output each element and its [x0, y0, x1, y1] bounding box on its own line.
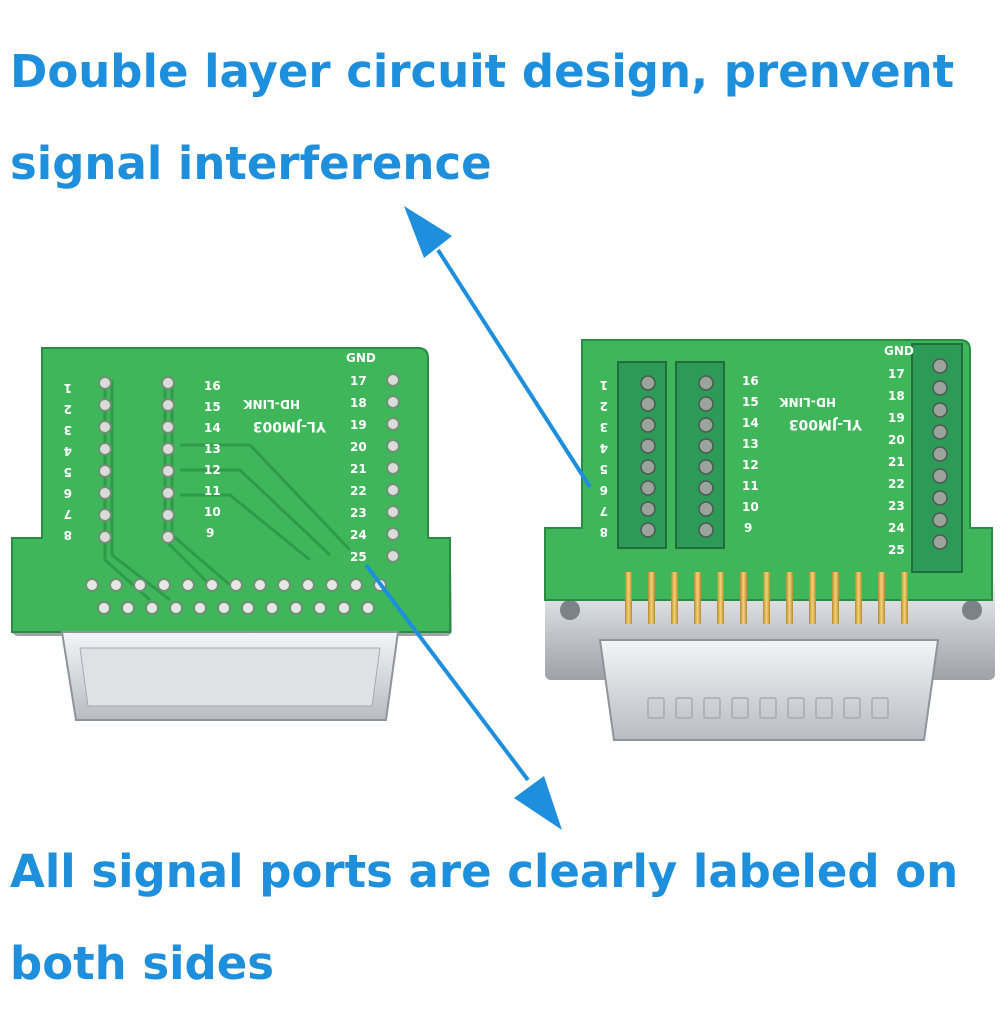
- left-pin-label-6: 6: [64, 486, 72, 500]
- left-pin-label-3: 3: [64, 423, 72, 437]
- left-pin-label-13: 13: [204, 442, 221, 456]
- right-gold-pins: [625, 572, 908, 624]
- left-pin-label-11: 11: [204, 484, 221, 498]
- right-pin-label-3: 3: [600, 420, 608, 434]
- right-model-label: YL-JM003: [789, 416, 863, 432]
- left-pin-label-9: 9: [206, 526, 214, 540]
- right-pin-label-25: 25: [888, 543, 905, 557]
- arrow-down-icon: [364, 563, 562, 830]
- left-connector-pads: [85, 578, 387, 615]
- caption-top-line-1: Double layer circuit design, prenvent: [10, 45, 955, 98]
- right-pin-label-1: 1: [600, 378, 608, 392]
- left-pin-label-7: 7: [64, 507, 72, 521]
- left-pin-label-2: 2: [64, 402, 72, 416]
- right-pin-label-7: 7: [600, 504, 608, 518]
- right-pin-label-11: 11: [742, 479, 759, 493]
- left-pads-col2: [161, 376, 175, 544]
- left-pads-col3: [386, 373, 400, 563]
- right-pin-label-14: 14: [742, 416, 759, 430]
- left-pin-label-23: 23: [350, 506, 367, 520]
- caption-bottom-line-2: both sides: [10, 937, 275, 990]
- left-brand-label: HD-LINK: [243, 397, 300, 411]
- left-pin-label-18: 18: [350, 396, 367, 410]
- left-pin-label-4: 4: [64, 444, 72, 458]
- right-gnd-label: GND: [884, 344, 914, 358]
- right-pin-label-12: 12: [742, 458, 759, 472]
- left-pin-label-10: 10: [204, 505, 221, 519]
- left-board: 8 7 6 5 4 3 2 1 16 15 14 13 12 11 10 9 G…: [11, 347, 452, 721]
- right-pin-label-5: 5: [600, 462, 608, 476]
- right-pin-label-23: 23: [888, 499, 905, 513]
- right-pin-label-13: 13: [742, 437, 759, 451]
- caption-bottom-line-1: All signal ports are clearly labeled on: [10, 845, 959, 898]
- left-pin-label-20: 20: [350, 440, 367, 454]
- left-pin-label-14: 14: [204, 421, 221, 435]
- right-pin-label-9: 9: [744, 521, 752, 535]
- left-pin-label-25: 25: [350, 550, 367, 564]
- left-model-label: YL-JM003: [253, 418, 327, 434]
- right-pin-label-20: 20: [888, 433, 905, 447]
- left-pin-label-16: 16: [204, 379, 221, 393]
- arrow-up-icon: [404, 206, 592, 489]
- right-pin-label-22: 22: [888, 477, 905, 491]
- left-pin-label-24: 24: [350, 528, 367, 542]
- caption-top-line-2: signal interference: [10, 137, 492, 190]
- right-db25-shell: [598, 639, 940, 741]
- left-pin-label-19: 19: [350, 418, 367, 432]
- right-pin-label-2: 2: [600, 399, 608, 413]
- left-pin-label-1: 1: [64, 381, 72, 395]
- caption-top: Double layer circuit design, prenvent si…: [10, 26, 990, 210]
- terminal-block-2: [675, 361, 725, 549]
- right-pin-label-17: 17: [888, 367, 905, 381]
- right-pin-label-16: 16: [742, 374, 759, 388]
- right-shell-slots: [647, 697, 889, 719]
- left-pin-label-8: 8: [64, 528, 72, 542]
- left-pin-label-21: 21: [350, 462, 367, 476]
- right-pin-label-19: 19: [888, 411, 905, 425]
- left-pin-label-12: 12: [204, 463, 221, 477]
- right-pin-label-21: 21: [888, 455, 905, 469]
- right-pin-label-4: 4: [600, 441, 608, 455]
- right-pin-label-15: 15: [742, 395, 759, 409]
- caption-bottom: All signal ports are clearly labeled on …: [10, 826, 990, 1010]
- right-board: 8 7 6 5 4 3 2 1 16 15 14 13 12 11 10 9 G…: [544, 339, 995, 741]
- terminal-block-3: [911, 343, 963, 573]
- right-pin-label-18: 18: [888, 389, 905, 403]
- right-brand-label: HD-LINK: [779, 395, 836, 409]
- right-pin-label-10: 10: [742, 500, 759, 514]
- right-pin-label-6: 6: [600, 483, 608, 497]
- left-pin-label-15: 15: [204, 400, 221, 414]
- left-pin-label-17: 17: [350, 374, 367, 388]
- right-pin-label-8: 8: [600, 525, 608, 539]
- left-pin-label-5: 5: [64, 465, 72, 479]
- left-gnd-label: GND: [346, 351, 376, 365]
- left-pin-label-22: 22: [350, 484, 367, 498]
- left-pads-col1: [98, 376, 112, 544]
- terminal-block-1: [617, 361, 667, 549]
- right-pin-label-24: 24: [888, 521, 905, 535]
